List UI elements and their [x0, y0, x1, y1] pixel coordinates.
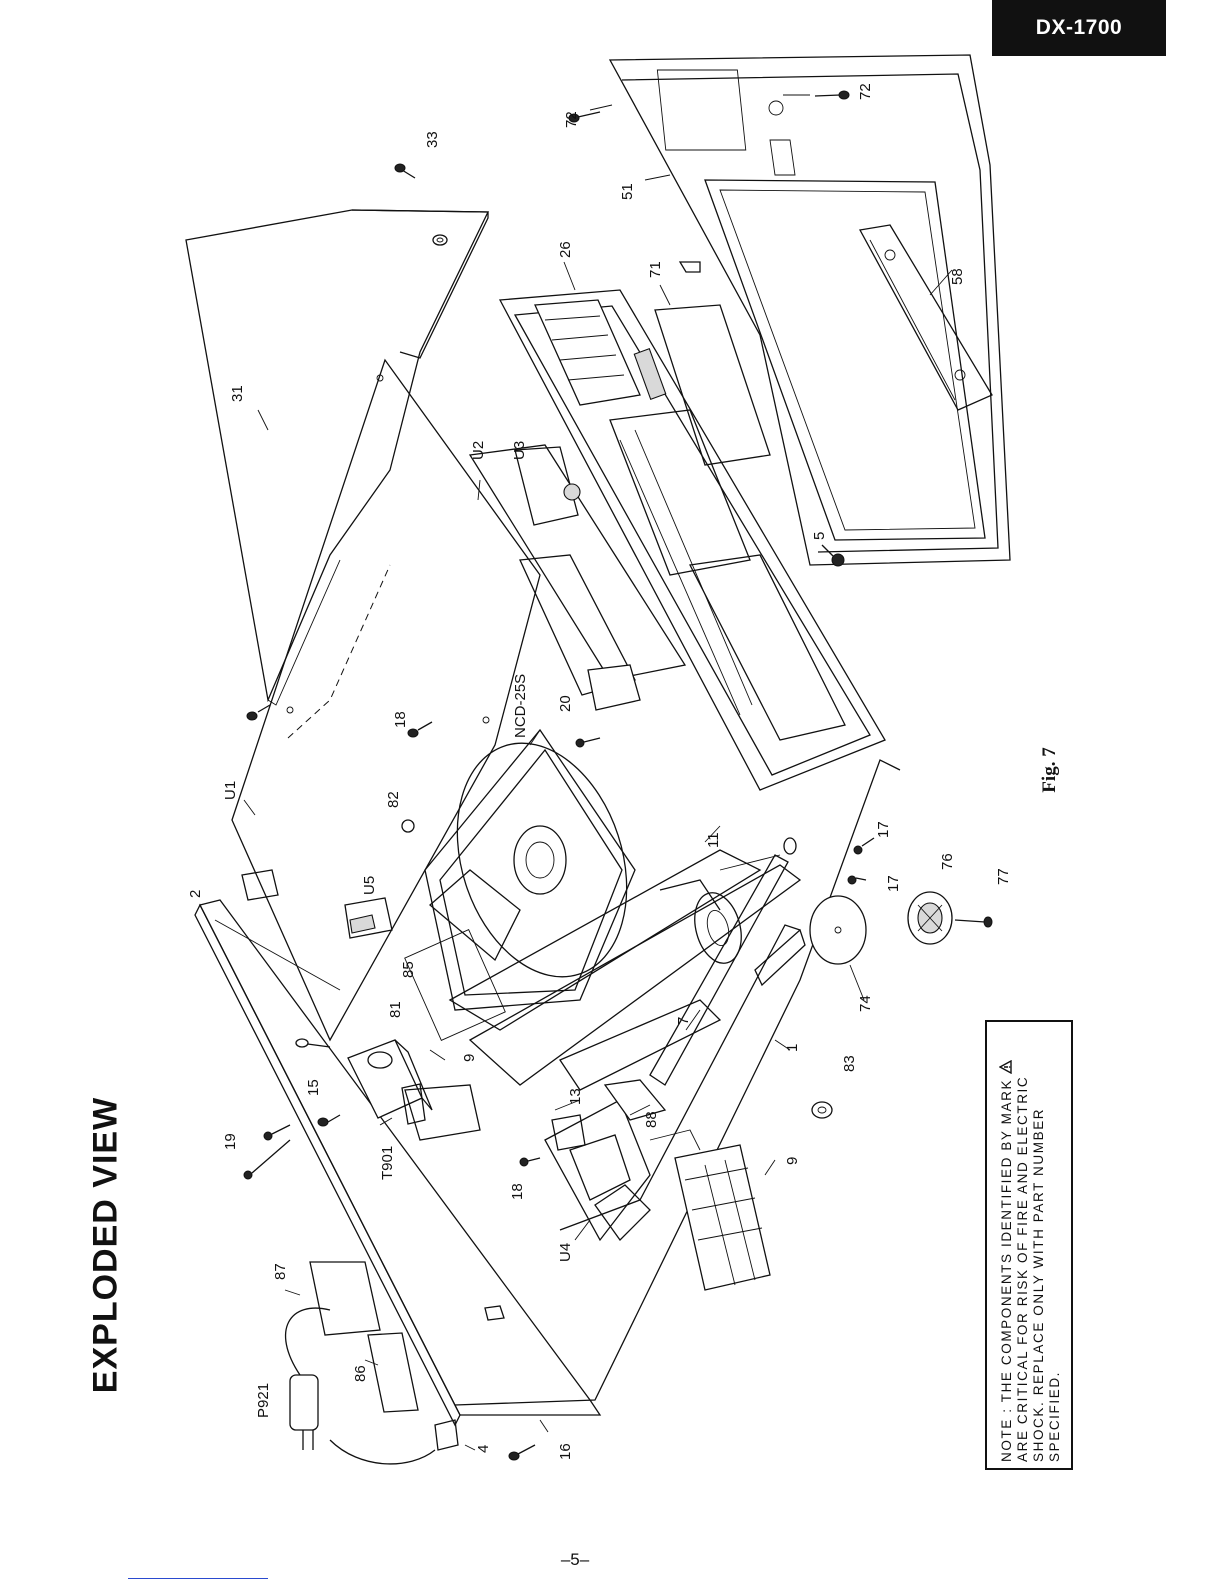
label-u5: U5: [361, 876, 378, 895]
label-13: 13: [567, 1088, 584, 1105]
label-72-right: 72: [857, 83, 874, 100]
warning-triangle-icon: [999, 1060, 1012, 1074]
label-74: 74: [857, 995, 874, 1012]
sub-pcb-u2-u3: [470, 445, 685, 710]
label-51: 51: [619, 183, 636, 200]
label-1: 1: [784, 1044, 801, 1052]
disc-tray: [650, 838, 805, 1085]
label-20: 20: [557, 695, 574, 712]
label-t901: T901: [379, 1146, 396, 1180]
label-87: 87: [272, 1263, 289, 1280]
label-17-upper: 17: [875, 821, 892, 838]
side-panel: [195, 905, 460, 1450]
label-19: 19: [222, 1133, 239, 1150]
cd-mechanism: [405, 721, 655, 1040]
label-2: 2: [187, 890, 204, 898]
rear-labels: [310, 1262, 504, 1412]
label-7: 7: [675, 1017, 692, 1025]
label-82: 82: [385, 791, 402, 808]
label-5: 5: [811, 532, 828, 540]
note-label: NOTE :: [999, 1407, 1014, 1462]
label-p921: P921: [255, 1383, 272, 1418]
control-bar: [860, 225, 992, 410]
label-88: 88: [643, 1111, 660, 1128]
label-9-upper: 9: [461, 1054, 478, 1062]
label-ncd-25s: NCD-25S: [512, 674, 529, 738]
label-86: 86: [352, 1365, 369, 1382]
label-31: 31: [229, 385, 246, 402]
label-u3: U3: [511, 441, 528, 460]
note-text-start: THE COMPONENTS IDENTIFIED BY MARK: [999, 1079, 1014, 1402]
label-u4: U4: [557, 1243, 574, 1262]
label-17-lower: 17: [885, 875, 902, 892]
label-76: 76: [939, 853, 956, 870]
label-71: 71: [647, 261, 664, 278]
label-58: 58: [949, 268, 966, 285]
safety-note: NOTE : THE COMPONENTS IDENTIFIED BY MARK…: [999, 1032, 1063, 1462]
figure-caption: Fig. 7: [1039, 747, 1061, 792]
page-number: –5–: [561, 1550, 589, 1570]
label-18-top: 18: [392, 711, 409, 728]
label-83: 83: [841, 1055, 858, 1072]
label-4: 4: [475, 1445, 492, 1453]
label-33: 33: [424, 131, 441, 148]
safety-note-box: NOTE : THE COMPONENTS IDENTIFIED BY MARK…: [985, 1020, 1073, 1470]
front-panel: [610, 55, 1010, 565]
label-9-lower: 9: [784, 1157, 801, 1165]
leader-lines: [244, 95, 952, 1450]
label-26: 26: [557, 241, 574, 258]
part-number-labels: 72 72 33 51 26 71 58 31 U2 U3 5 NCD-25S …: [187, 83, 1012, 1460]
label-15: 15: [305, 1079, 322, 1096]
note-text-rest: ARE CRITICAL FOR RISK OF FIRE AND ELECTR…: [1015, 1076, 1062, 1462]
label-16: 16: [557, 1443, 574, 1460]
footer-rule: [128, 1578, 268, 1579]
label-u1: U1: [222, 781, 239, 800]
power-transformer: [348, 1040, 432, 1124]
label-u2: U2: [470, 441, 487, 460]
label-72-left: 72: [563, 111, 580, 128]
rear-bracket: [242, 870, 480, 1140]
label-81: 81: [387, 1001, 404, 1018]
top-cover: [186, 210, 488, 705]
foot-assembly: [810, 892, 992, 964]
label-77: 77: [995, 868, 1012, 885]
page-title: EXPLODED VIEW: [87, 1097, 126, 1393]
label-11: 11: [705, 832, 722, 848]
label-85: 85: [400, 961, 417, 978]
label-18-lower: 18: [509, 1183, 526, 1200]
